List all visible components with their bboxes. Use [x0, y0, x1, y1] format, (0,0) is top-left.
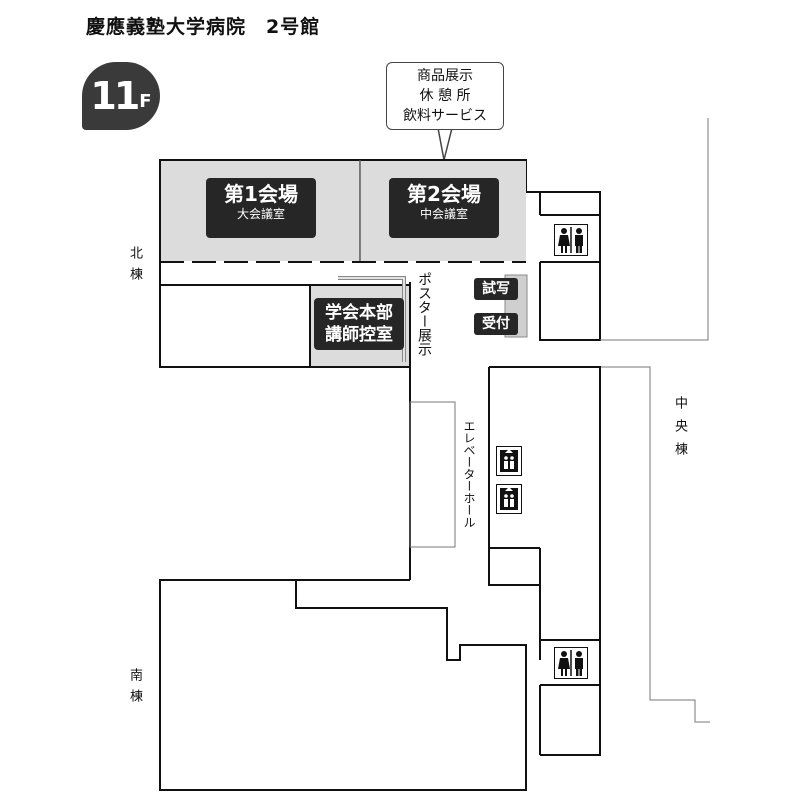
hq-label[interactable]: 学会本部 講師控室: [314, 298, 404, 350]
south-wing-label: 南棟: [127, 668, 142, 710]
hall-1-sub: 大会議室: [236, 207, 285, 221]
elevator-hall-outline: [409, 401, 456, 548]
hall-1-label[interactable]: 第1会場 大会議室: [206, 178, 316, 238]
restroom-icon: [554, 224, 588, 256]
hall-1-name: 第1会場: [224, 182, 298, 206]
south-wing: [159, 579, 527, 791]
amenity-callout: 商品展示 休 憩 所 飲料サービス: [386, 62, 504, 130]
preview-counter-label[interactable]: 試写: [474, 278, 518, 300]
elevator-icon: [496, 484, 522, 514]
hq-line-2: 講師控室: [325, 325, 393, 345]
floor-number: 11: [90, 74, 140, 118]
callout-line-3: 飲料サービス: [403, 108, 487, 124]
elevator-icon: [496, 446, 522, 476]
hq-line-1: 学会本部: [325, 303, 393, 323]
hall-2-name: 第2会場: [407, 182, 481, 206]
floor-badge: 11 F: [82, 62, 160, 130]
central-wing-label: 中央棟: [672, 396, 687, 465]
elevator-hall-label: エレベーターホール: [462, 420, 476, 528]
central-wing: [600, 118, 710, 723]
page-title: 慶應義塾大学病院 2号館: [86, 16, 321, 38]
restroom-icon: [554, 647, 588, 679]
hall-2-label[interactable]: 第2会場 中会議室: [389, 178, 499, 238]
hall-2-sub: 中会議室: [419, 207, 468, 221]
poster-label: ポスター展示: [416, 272, 432, 356]
reception-counter-label[interactable]: 受付: [474, 313, 518, 335]
floor-suffix: F: [139, 90, 152, 112]
north-wing-label: 北棟: [127, 246, 142, 288]
callout-pointer: [437, 127, 453, 161]
callout-line-2: 休 憩 所: [419, 88, 471, 104]
callout-line-1: 商品展示: [417, 68, 473, 84]
